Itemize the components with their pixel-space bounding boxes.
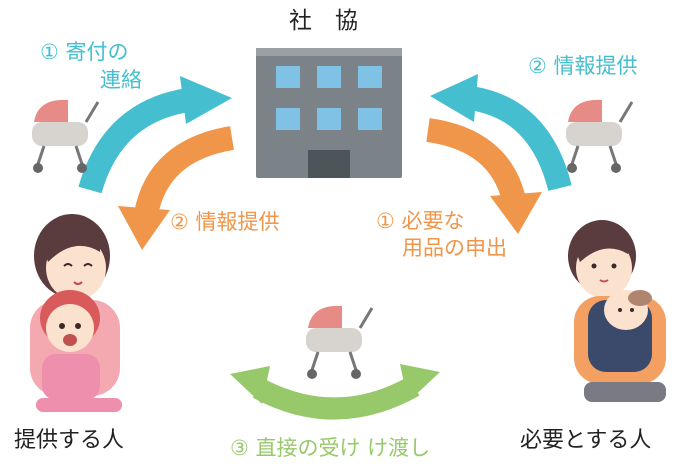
- info-arrow-top-icon: [430, 74, 572, 192]
- provider-label: 提供する人: [14, 428, 125, 453]
- donation-arrow-icon: [78, 76, 232, 194]
- donation-notice-line1: ① 寄付の: [40, 40, 129, 64]
- donation-notice-label: ① 寄付の 連絡: [40, 38, 142, 95]
- request-items-line1: ① 必要な: [376, 209, 465, 233]
- request-items-line2: 用品の申出: [402, 236, 507, 261]
- mother-with-child-icon: [30, 214, 122, 412]
- center-label: 社 協: [289, 8, 358, 34]
- stroller-center-icon: [306, 305, 374, 379]
- recipient-label: 必要とする人: [520, 428, 652, 453]
- info-provide-top-label: ② 情報提供: [528, 54, 638, 78]
- request-items-label: ① 必要な 用品の申出: [376, 208, 507, 263]
- direct-handover-label: ③ 直接の受け け渡し: [230, 436, 431, 460]
- info-provide-left-label: ② 情報提供: [170, 210, 280, 234]
- mother-with-baby-icon: [568, 220, 666, 402]
- info-arrow-left-icon: [118, 126, 235, 250]
- office-building-icon: [256, 48, 402, 178]
- handover-arrow-icon: [230, 364, 440, 420]
- stroller-right-icon: [566, 99, 634, 173]
- request-arrow-icon: [426, 118, 542, 234]
- stroller-left-icon: [32, 99, 100, 173]
- donation-notice-line2: 連絡: [100, 68, 142, 93]
